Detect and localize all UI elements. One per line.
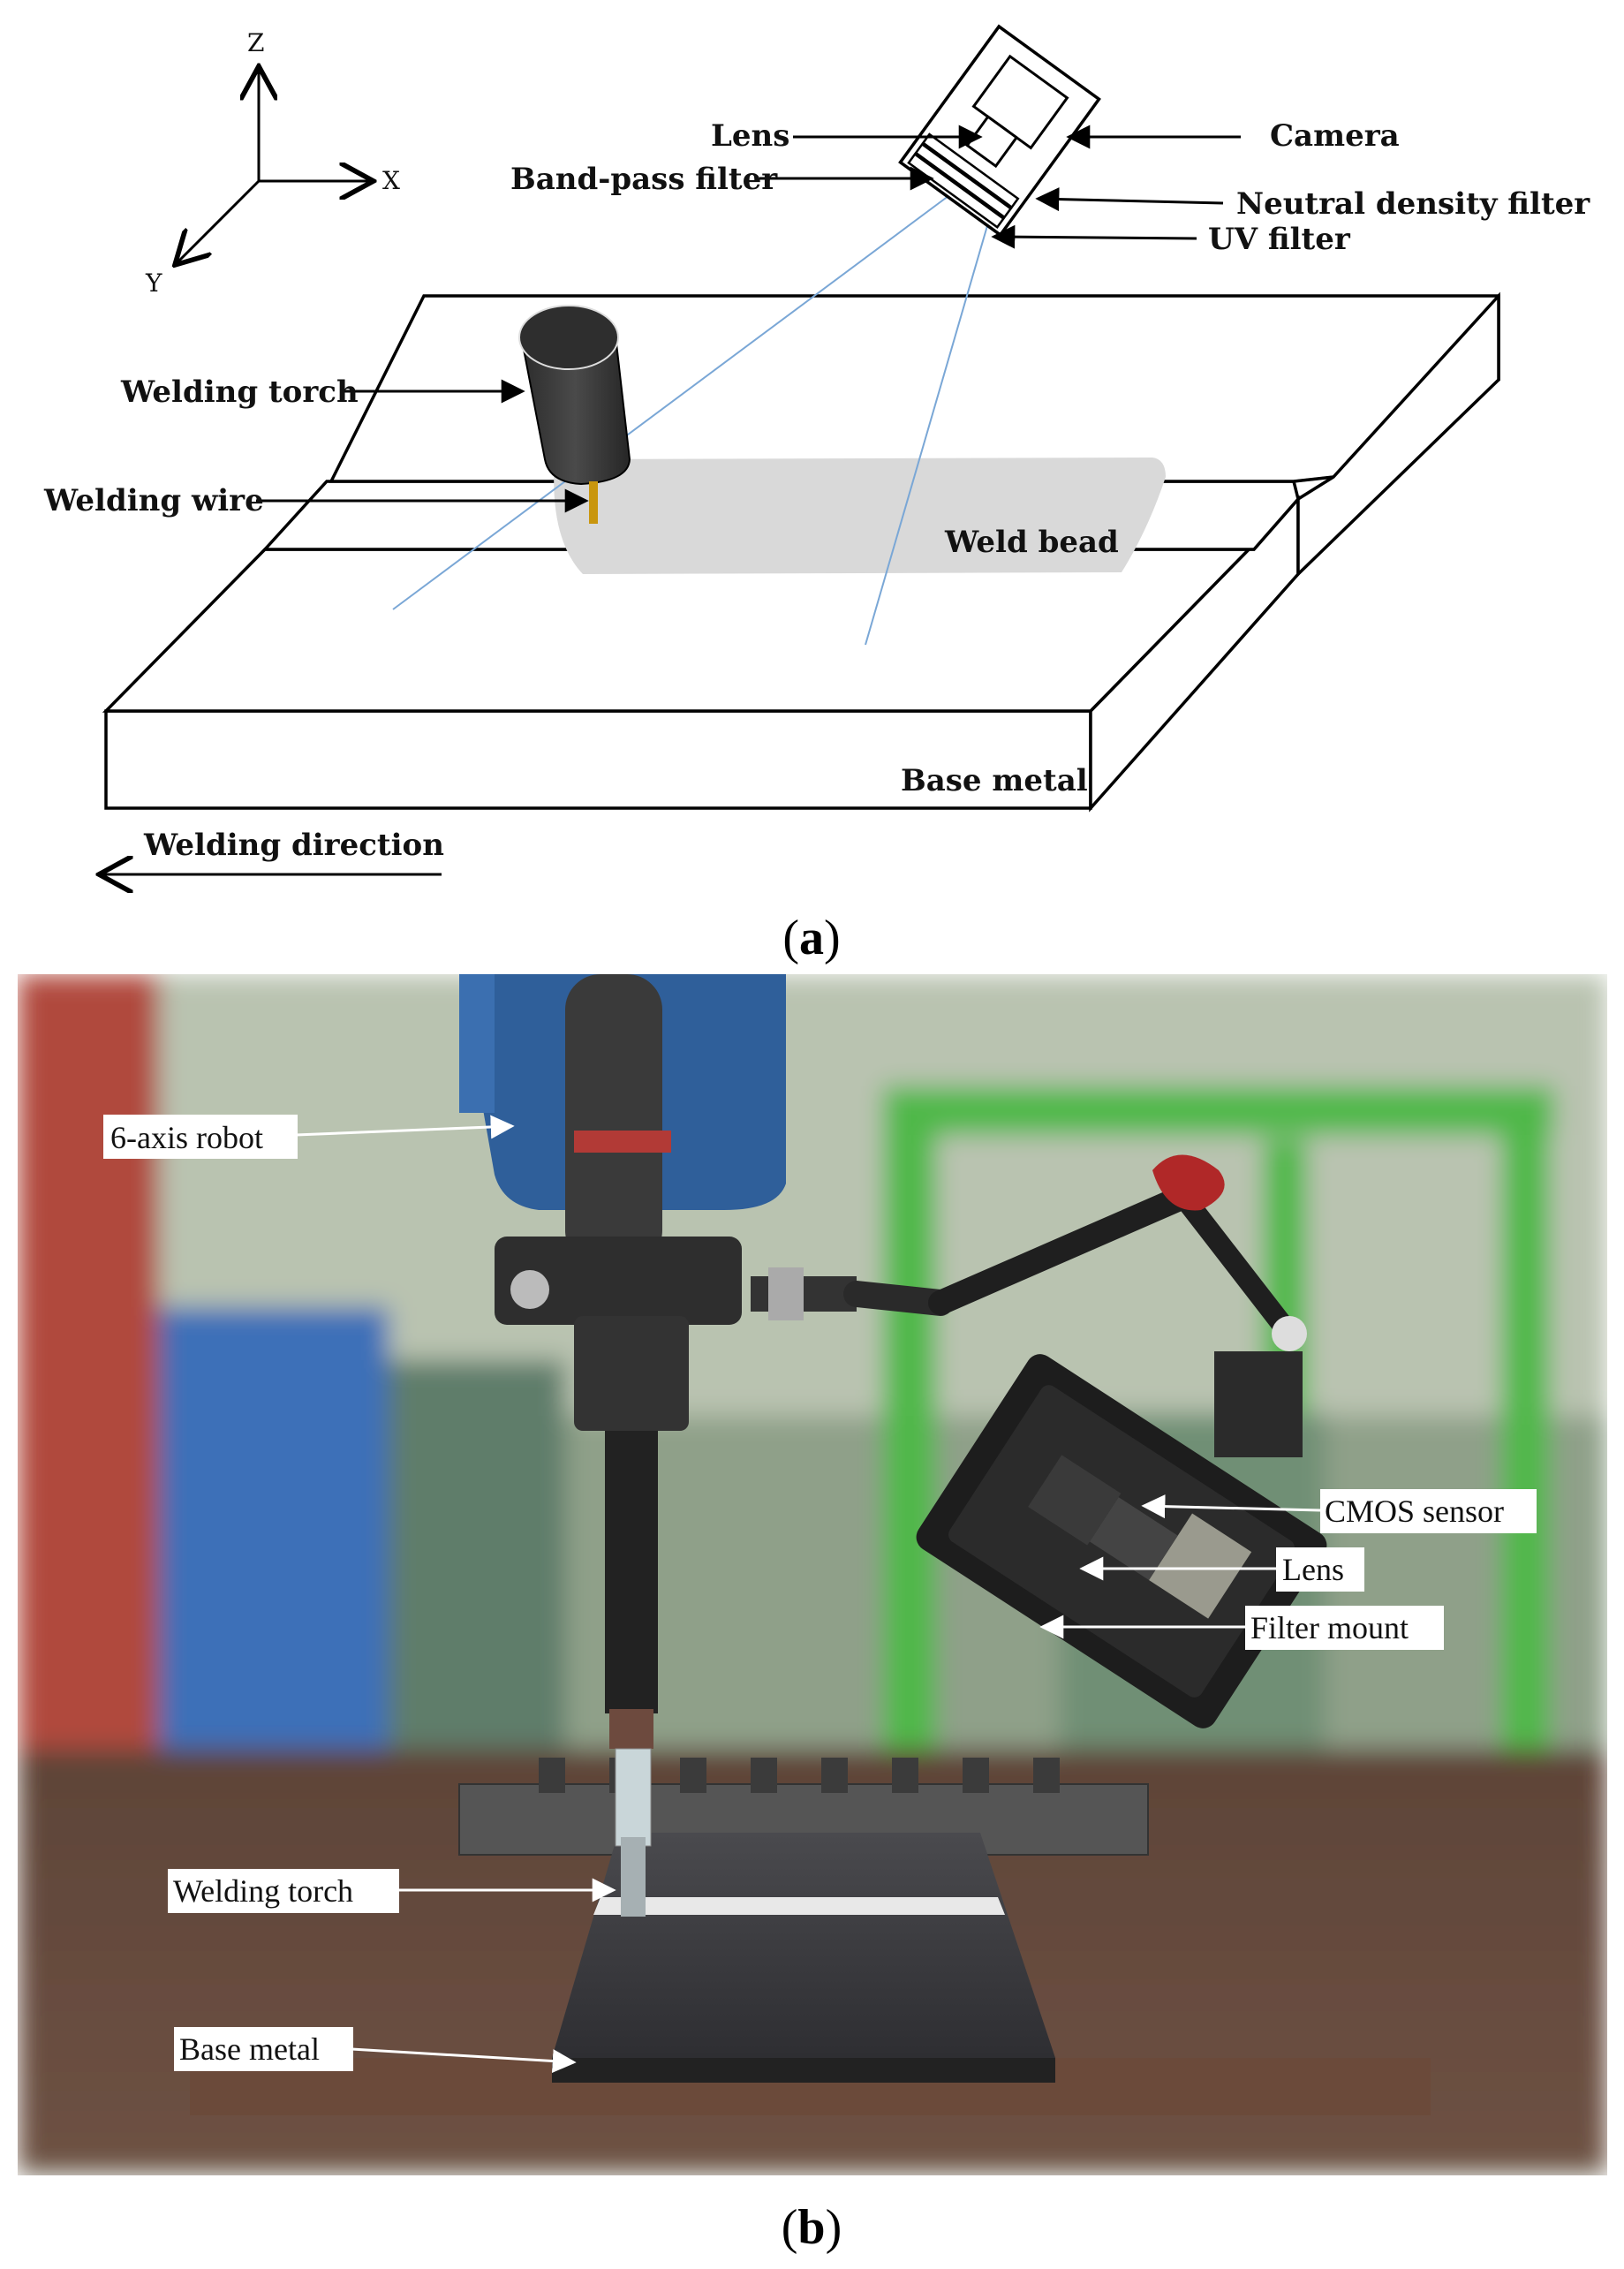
camera-assembly: [898, 24, 1101, 238]
label-box-torch: [168, 1869, 399, 1913]
label-filter-mount: Filter mount: [1250, 1610, 1409, 1645]
label-welding-direction: Welding direction: [143, 828, 444, 863]
label-cmos-sensor: CMOS sensor: [1325, 1494, 1504, 1529]
label-weld-bead: Weld bead: [944, 525, 1119, 560]
upper-plate-top: [329, 294, 1500, 483]
arm-segment-1: [843, 1281, 954, 1316]
label-welding-torch: Welding torch: [120, 374, 359, 410]
torch-top: [518, 305, 619, 370]
cmos-sensor-photo: [1149, 1513, 1252, 1619]
caption-b: (b): [782, 2200, 842, 2255]
arm-segment-2: [928, 1184, 1196, 1315]
panel-b-photo: 6-axis robot CMOS sensor Lens Filter mou…: [18, 974, 1607, 2255]
sightline-right: [865, 158, 1008, 646]
label-base-metal-photo: Base metal: [179, 2031, 320, 2067]
upper-plate-side: [1296, 291, 1500, 579]
clamp-bolts: [539, 1758, 1060, 1793]
welding-torch: [518, 305, 631, 524]
sightline-left: [392, 185, 963, 610]
coordinate-axes: Z X Y: [145, 28, 400, 298]
panel-a: Z X Y: [43, 24, 1590, 965]
label-box-cmos: [1320, 1489, 1537, 1533]
y-axis: [175, 179, 261, 265]
nd-filter-element: [914, 142, 1013, 219]
label-welding-wire: Welding wire: [43, 483, 264, 518]
label-box-robot: [103, 1115, 298, 1159]
torch-nozzle: [615, 1748, 652, 1847]
band-pass-filter-element: [921, 132, 1020, 209]
table-plate: [190, 2058, 1431, 2115]
label-camera: Camera: [1270, 118, 1400, 154]
welding-wire: [589, 481, 598, 524]
panel-a-leaders: [99, 125, 1241, 874]
arm-segment-3: [1173, 1186, 1300, 1344]
torch-body: [519, 335, 631, 486]
torch-neck: [605, 1431, 658, 1713]
label-band-pass-filter: Band-pass filter: [510, 162, 778, 197]
x-axis-label: X: [382, 166, 400, 195]
robot-cable: [565, 974, 662, 1266]
label-box-base-metal: [174, 2027, 353, 2071]
label-uv-filter: UV filter: [1208, 222, 1351, 257]
arm-knob: [1152, 1154, 1225, 1211]
label-base-metal: Base metal: [901, 763, 1088, 798]
base-metal-plate: [552, 1833, 1055, 2058]
label-welding-torch-photo: Welding torch: [173, 1873, 353, 1909]
weld-bead: [554, 458, 1166, 574]
caption-a: (a): [782, 911, 840, 965]
z-axis-label: Z: [247, 28, 264, 57]
label-box-filter-mount: [1245, 1606, 1444, 1650]
camera-box: [916, 1354, 1327, 1728]
weld-bead-photo: [593, 1897, 1005, 1915]
panel-b-leaders: [295, 1115, 1321, 2074]
base-metal-edge: [552, 2058, 1055, 2083]
torch-mount: [495, 1237, 742, 1325]
label-box-lens: [1276, 1547, 1364, 1592]
label-lens-photo: Lens: [1282, 1552, 1344, 1587]
label-robot: 6-axis robot: [110, 1120, 263, 1155]
y-axis-label: Y: [145, 268, 162, 298]
label-neutral-density-filter: Neutral density filter: [1236, 186, 1590, 222]
label-lens: Lens: [711, 118, 789, 154]
